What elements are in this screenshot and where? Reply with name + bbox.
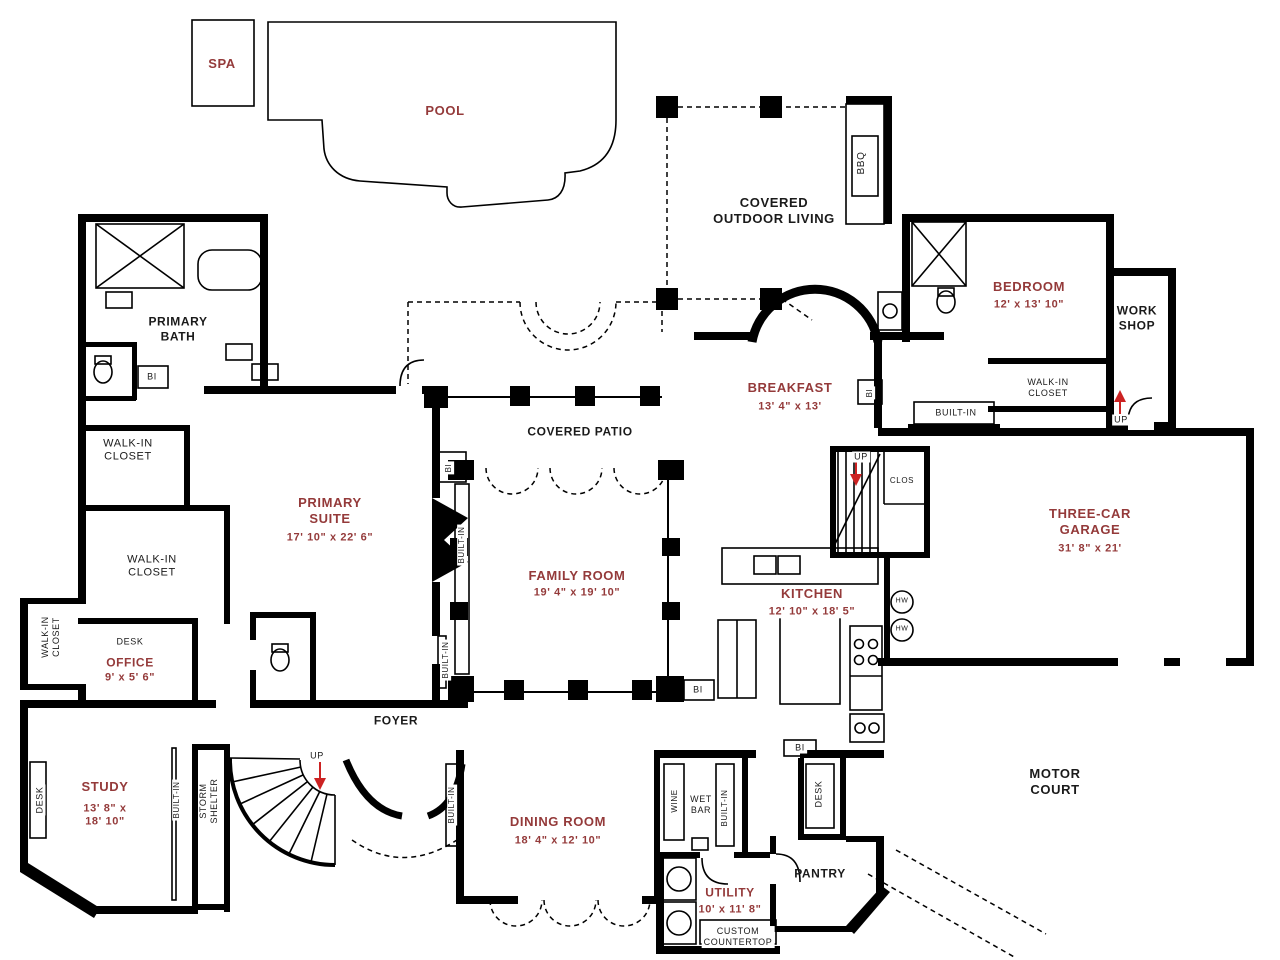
up-foyer-label: UP	[308, 750, 326, 762]
desk-kitchen-label: DESK	[813, 778, 825, 810]
study-label: STUDY	[81, 779, 129, 795]
stair-arrows	[314, 390, 1126, 790]
bi-suite-label: BI	[444, 461, 454, 475]
hw1-label: HW	[895, 597, 909, 605]
bbq-label: BBQ	[855, 149, 869, 177]
dining-room-dims: 18' 4" x 12' 10"	[514, 834, 602, 847]
primary-bath-label: PRIMARY BATH	[148, 314, 208, 343]
office-label: OFFICE	[106, 655, 154, 670]
family-room-label: FAMILY ROOM	[528, 568, 626, 584]
kitchen-label: KITCHEN	[779, 586, 845, 602]
bi-bath-label: BI	[145, 371, 159, 383]
covered-outdoor-living-label: COVERED OUTDOOR LIVING	[713, 195, 835, 226]
bedroom-dims: 12' x 13' 10"	[993, 298, 1065, 311]
custom-countertop-label: CUSTOM COUNTERTOP	[701, 926, 775, 948]
dashed-lines	[351, 106, 1047, 959]
hw2-label: HW	[895, 625, 909, 633]
covered-patio-label: COVERED PATIO	[525, 424, 635, 440]
walls	[20, 96, 1254, 954]
clos-label: CLOS	[887, 476, 917, 486]
walk-in-closet-bedroom-label: WALK-IN CLOSET	[1027, 377, 1069, 398]
bi-breakfast-label: BI	[865, 386, 875, 400]
walk-in-closet-a-label: WALK-IN CLOSET	[103, 437, 153, 463]
pool-label: POOL	[425, 103, 465, 119]
family-room-dims: 19' 4" x 19' 10"	[533, 586, 621, 599]
primary-suite-label: PRIMARY SUITE	[298, 495, 362, 526]
walk-in-closet-b-label: WALK-IN CLOSET	[127, 553, 177, 579]
kitchen-dims: 12' 10" x 18' 5"	[766, 605, 858, 619]
curved-walls	[342, 284, 883, 820]
fixtures	[29, 19, 1153, 945]
utility-label: UTILITY	[705, 885, 755, 900]
breakfast-dims: 13' 4" x 13'	[758, 400, 822, 413]
pantry-label: PANTRY	[794, 866, 846, 881]
study-dims: 13' 8" x 18' 10"	[83, 802, 127, 828]
desk-study-label: DESK	[34, 784, 46, 816]
wet-bar-label: WET BAR	[688, 794, 714, 816]
door-gaps	[216, 386, 1226, 884]
desk-office-label: DESK	[116, 636, 144, 647]
bi-kitchen-label: BI	[793, 742, 807, 754]
utility-dims: 10' x 11' 8"	[698, 903, 762, 916]
built-in-suite-label: BUILT-IN	[457, 524, 467, 566]
bedroom-label: BEDROOM	[992, 279, 1066, 295]
office-dims: 9' x 5' 6"	[104, 671, 156, 684]
dining-room-label: DINING ROOM	[509, 814, 607, 830]
bi-family-label: BI	[691, 684, 705, 696]
built-in-study-label: BUILT-IN	[172, 779, 182, 821]
foyer-label: FOYER	[373, 713, 419, 728]
built-in-bedroom-label: BUILT-IN	[933, 407, 979, 419]
up-workshop-label: UP	[1112, 414, 1130, 426]
work-shop-label: WORK SHOP	[1116, 303, 1158, 332]
wine-label: WINE	[670, 787, 680, 815]
up-stairs-label: UP	[852, 451, 870, 463]
motor-court-label: MOTOR COURT	[1029, 766, 1081, 797]
breakfast-label: BREAKFAST	[747, 380, 833, 396]
garage-dims: 31' 8" x 21'	[1058, 542, 1122, 555]
spa-label: SPA	[208, 56, 236, 72]
built-in-dining-label: BUILT-IN	[447, 784, 457, 826]
built-in-wetbar-label: BUILT-IN	[720, 787, 730, 829]
garage-label: THREE-CAR GARAGE	[1049, 506, 1131, 537]
built-in-suite2-label: BUILT-IN	[441, 639, 451, 681]
storm-shelter-label: STORM SHELTER	[198, 776, 220, 826]
primary-suite-dims: 17' 10" x 22' 6"	[286, 531, 374, 544]
walk-in-closet-left-label: WALK-IN CLOSET	[40, 616, 61, 658]
